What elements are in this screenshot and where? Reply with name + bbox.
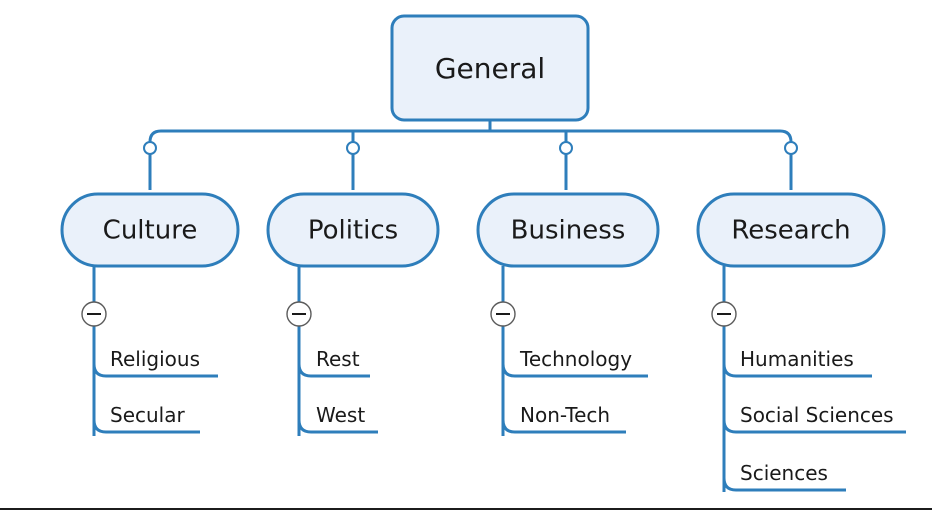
leaf-label-humanities[interactable]: Humanities	[740, 347, 854, 371]
leaf-underline-social-sciences	[722, 419, 906, 434]
root-node-label: General	[435, 52, 545, 85]
leaf-underline-rest	[297, 363, 370, 378]
leaf-label-religious[interactable]: Religious	[110, 347, 200, 371]
branch-node-research[interactable]: Research	[696, 192, 886, 268]
leaf-label-sciences[interactable]: Sciences	[740, 461, 828, 485]
branch-node-label-culture: Culture	[103, 216, 198, 246]
leaf-label-social-sciences[interactable]: Social Sciences	[740, 403, 894, 427]
bottom-divider	[0, 508, 932, 510]
junction-dot-icon-politics[interactable]	[346, 141, 360, 155]
root-node-general[interactable]: General	[390, 14, 590, 122]
leaf-label-technology[interactable]: Technology	[519, 347, 632, 371]
branch-node-label-business: Business	[511, 216, 626, 246]
leaf-label-non-tech[interactable]: Non-Tech	[520, 403, 610, 427]
toggle-minus-circle-icon-culture[interactable]	[81, 301, 107, 327]
leaf-underline-non-tech	[501, 419, 626, 434]
leaf-underline-religious	[92, 363, 218, 378]
junction-dot-icon-research[interactable]	[784, 141, 798, 155]
branch-node-label-politics: Politics	[308, 216, 398, 246]
leaf-underline-west	[297, 419, 378, 434]
toggle-minus-circle-icon-politics[interactable]	[286, 301, 312, 327]
branch-node-culture[interactable]: Culture	[60, 192, 240, 268]
branch-node-label-research: Research	[731, 216, 850, 246]
branch-node-shape-culture	[60, 192, 240, 268]
leaf-underline-technology	[501, 363, 648, 378]
leaf-underline-humanities	[722, 363, 872, 378]
branch-node-politics[interactable]: Politics	[266, 192, 440, 268]
branch-bus-connector	[148, 129, 793, 160]
leaf-label-rest[interactable]: Rest	[316, 347, 360, 371]
branch-node-shape-business	[476, 192, 660, 268]
leaf-label-west[interactable]: West	[316, 403, 365, 427]
branch-node-shape-research	[696, 192, 886, 268]
leaf-label-secular[interactable]: Secular	[110, 403, 185, 427]
toggle-minus-circle-icon-business[interactable]	[490, 301, 516, 327]
junction-dot-icon-culture[interactable]	[143, 141, 157, 155]
leaf-underline-sciences	[722, 477, 846, 492]
branch-node-business[interactable]: Business	[476, 192, 660, 268]
junction-dot-icon-business[interactable]	[559, 141, 573, 155]
branch-node-shape-politics	[266, 192, 440, 268]
leaf-underline-secular	[92, 419, 200, 434]
toggle-minus-circle-icon-research[interactable]	[711, 301, 737, 327]
